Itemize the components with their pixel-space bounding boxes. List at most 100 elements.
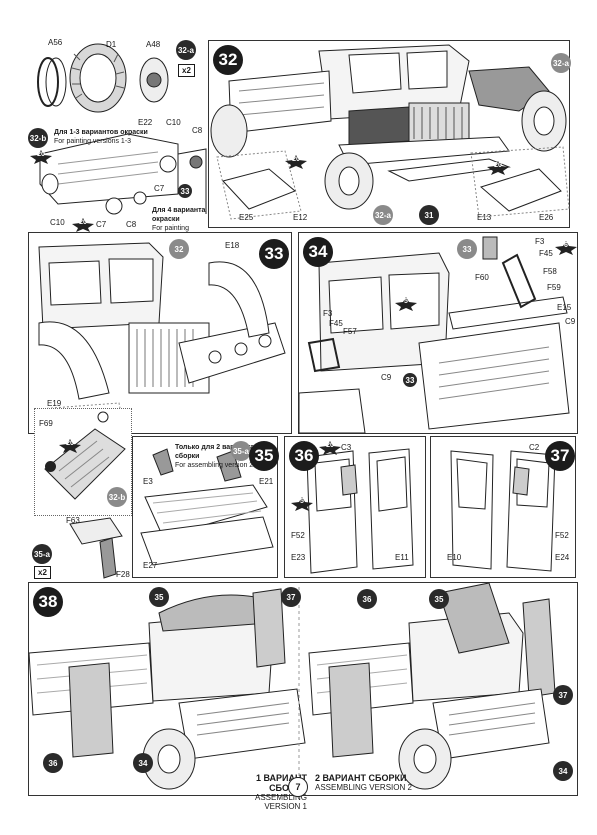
painting-note-1-3: Для 1-3 вариантов окраски For painting v… [54, 128, 148, 146]
part-label-e15: E15 [557, 303, 572, 312]
cab-front-details-drawing [298, 236, 570, 434]
part-label-c10: C10 [166, 118, 181, 127]
step-32a-area: A56 D1 A48 32-a x2 32-b Для 1-3 варианто… [28, 34, 208, 241]
part-ref-35: 35 [149, 587, 169, 607]
part-label-e26: E26 [539, 213, 554, 222]
part-ref-36: 36 [43, 753, 63, 773]
cab-fenders-drawing [38, 242, 286, 434]
hinge-drawing [69, 517, 123, 579]
step-badge-35a: 35-a [32, 544, 52, 564]
part-label-c10: C10 [50, 218, 65, 227]
caption-ru: 2 ВАРИАНТ СБОРКИ [315, 773, 407, 783]
paint-star-icon: 20 [59, 439, 81, 453]
paint-color-badge: 33 [403, 373, 417, 387]
step-number-37: 37 [545, 441, 575, 471]
part-label-f60: F60 [475, 273, 489, 282]
step-35a-area: F63 F28 35-a x2 [30, 514, 134, 580]
step-33-inset: F69 20 32-b [34, 408, 132, 516]
step-number-32: 32 [213, 45, 243, 75]
paint-star-icon: 20 [285, 155, 307, 169]
part-ref-35: 35 [429, 589, 449, 609]
step-34-panel: 34 33 F3 6 F45 F58 F60 F59 5 E15 C9 F3 F… [298, 232, 578, 434]
part-label-e13: E13 [477, 213, 492, 222]
paint-color-badge: 33 [178, 184, 192, 198]
step-badge-32a: 32-a [176, 40, 196, 60]
part-label-c7: C7 [154, 184, 165, 193]
note-ru: Для 4 варианта окраски [152, 207, 206, 223]
paint-star-icon: 5 [395, 297, 417, 311]
part-label-f59: F59 [547, 283, 561, 292]
part-label-c8: C8 [192, 126, 203, 135]
quantity-badge: x2 [178, 64, 195, 77]
part-label-f69: F69 [39, 419, 53, 428]
assembly-version-2-caption: 2 ВАРИАНТ СБОРКИ ASSEMBLING VERSION 2 [315, 773, 435, 792]
step-ref-badge: 32-a [373, 205, 393, 225]
step-number-33: 33 [259, 239, 289, 269]
paint-star-icon: 5 [291, 497, 313, 511]
part-label-e25: E25 [239, 213, 254, 222]
final-assembly-drawing [28, 582, 556, 790]
paint-star-icon: 6 [555, 241, 577, 255]
part-label-c3: C3 [341, 443, 352, 452]
part-ref-37: 37 [553, 685, 573, 705]
step-33-panel: 32 33 E18 E19 [28, 232, 292, 434]
part-label-e23: E23 [291, 553, 306, 562]
part-label-e24: E24 [555, 553, 570, 562]
page-number: 7 [288, 777, 308, 797]
part-label-c9: C9 [565, 317, 576, 326]
step-badge-32b: 32-b [28, 128, 48, 148]
part-label-d1: D1 [106, 40, 117, 49]
part-label-e21: E21 [259, 477, 274, 486]
caption-en: ASSEMBLING VERSION 1 [254, 793, 307, 811]
note-en: For painting versions 1-3 [54, 138, 132, 145]
part-label-a48: A48 [146, 40, 161, 49]
step-38-panel: 38 35 37 36 34 36 35 37 34 1 ВАРИАНТ СБО… [28, 582, 578, 811]
step-ref-badge: 32-b [107, 487, 127, 507]
mudguard-drawing [44, 411, 126, 500]
part-label-f52: F52 [555, 531, 569, 540]
part-ref-36: 36 [357, 589, 377, 609]
part-ref-31: 31 [419, 205, 439, 225]
part-label-e12: E12 [293, 213, 308, 222]
step-36-panel: 36 20 C3 5 F52 E23 E11 [284, 436, 426, 578]
part-label-e3: E3 [143, 477, 153, 486]
part-label-c9: C9 [381, 373, 392, 382]
paint-star-icon: 20 [487, 161, 509, 175]
note-ru: Только для 2 варианта сборки [175, 444, 255, 460]
note-ru: Для 1-3 вариантов окраски [54, 129, 148, 136]
part-label-e22: E22 [138, 118, 153, 127]
part-label-f3: F3 [323, 309, 333, 318]
paint-star-icon: 20 [30, 150, 52, 164]
step-number-35: 35 [249, 441, 279, 471]
part-label-e19: E19 [47, 399, 62, 408]
step-37-panel: 37 C2 E10 F52 E24 [430, 436, 576, 578]
quantity-badge: x2 [34, 566, 51, 579]
part-label-e27: E27 [143, 561, 158, 570]
part-label-e10: E10 [447, 553, 462, 562]
step-35-panel: Только для 2 варианта сборки For assembl… [132, 436, 279, 578]
step-ref-badge: 32-a [551, 53, 571, 73]
part-label-f58: F58 [543, 267, 557, 276]
part-label-f63: F63 [66, 516, 80, 525]
part-label-f3: F3 [535, 237, 545, 246]
part-ref-34: 34 [133, 753, 153, 773]
step-number-38: 38 [33, 587, 63, 617]
assembly-note-v2: Только для 2 варианта сборки For assembl… [175, 443, 277, 470]
step-number-34: 34 [303, 237, 333, 267]
part-label-c7: C7 [96, 220, 107, 229]
wheel-assembly-drawing [37, 43, 207, 215]
note-en: For assembling version 2 only [175, 462, 268, 469]
caption-en: ASSEMBLING VERSION 2 [315, 783, 412, 792]
left-door-drawing [306, 448, 414, 574]
truck-chassis-drawing [210, 44, 570, 220]
part-label-f45: F45 [329, 319, 343, 328]
right-door-drawing [450, 450, 556, 572]
part-label-c2: C2 [529, 443, 540, 452]
part-label-e18: E18 [225, 241, 240, 250]
step-ref-badge: 35-a [231, 441, 251, 461]
part-label-c8: C8 [126, 220, 137, 229]
part-ref-34: 34 [553, 761, 573, 781]
step-ref-badge: 32 [169, 239, 189, 259]
step-32-panel: 32 32-a 32-a 20 20 E25 E12 31 E13 E26 [208, 40, 571, 228]
step-number-36: 36 [289, 441, 319, 471]
